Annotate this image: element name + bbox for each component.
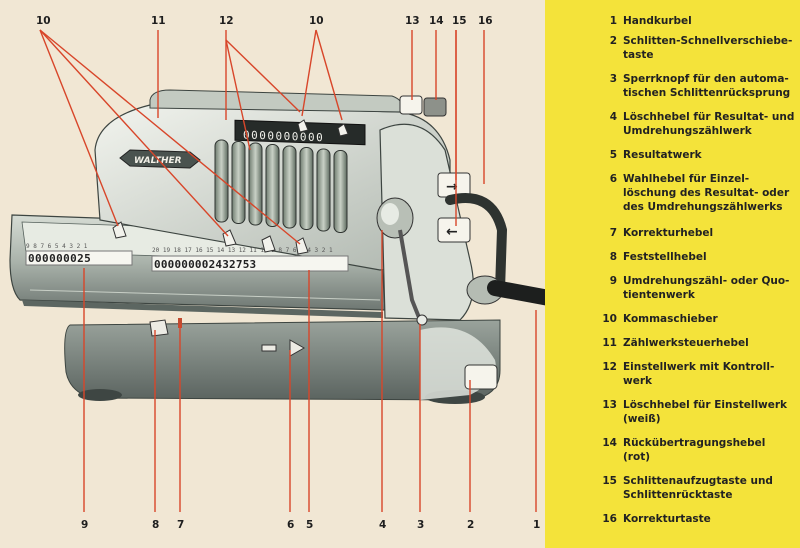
legend-text: Löschhebel für Einstellwerk (weiß): [623, 399, 788, 425]
legend-text: Schlitten-Schnellverschiebe- taste: [623, 35, 793, 61]
legend-text: Feststellhebel: [623, 251, 707, 263]
callout-13: 13: [405, 15, 420, 27]
callout-6: 6: [287, 519, 294, 531]
callout-14: 14: [429, 15, 444, 27]
legend-number: 10: [602, 313, 617, 325]
legend-number: 2: [609, 35, 617, 47]
callout-7: 7: [177, 519, 184, 531]
legend-number: 14: [602, 437, 617, 449]
counter-digits: 0000000000: [243, 128, 324, 144]
legend-text: Sperrknopf für den automa- tischen Schli…: [623, 73, 791, 99]
setting-dial: [265, 144, 280, 227]
setting-dial: [299, 147, 314, 230]
arrow-right-icon: →: [446, 179, 458, 195]
legend-text: Resultatwerk: [623, 149, 702, 161]
legend-text: Rückübertragungshebel (rot): [623, 437, 766, 463]
legend-number: 9: [609, 275, 617, 287]
callout-numbers: 10 11 12 10 13 14 15 16 9 8 7 6 5 4 3 2 …: [36, 15, 540, 531]
setting-dial: [316, 148, 331, 232]
legend-text: Handkurbel: [623, 15, 692, 27]
legend-number: 1: [609, 15, 617, 27]
setting-dial: [214, 139, 229, 223]
illustration-panel: 0000000000 WALTHER 9 8 7 6 5 4 3 2 1 000…: [9, 15, 545, 531]
legend-text: Löschhebel für Resultat- und Umdrehungsz…: [623, 111, 795, 137]
legend-number: 8: [609, 251, 617, 263]
turn-counter-digits: 000000025: [28, 252, 91, 265]
leader-lines: [39, 29, 537, 512]
calculator-illustration: 0000000000 WALTHER 9 8 7 6 5 4 3 2 1 000…: [9, 15, 545, 531]
legend-number: 12: [602, 361, 617, 373]
legend-text: Umdrehungszähl- oder Quo- tientenwerk: [623, 275, 790, 301]
legend-text: Korrekturtaste: [623, 513, 711, 525]
brand-plate: WALTHER: [119, 149, 201, 169]
hand-crank: [445, 193, 545, 306]
legend-number: 11: [602, 337, 617, 349]
callout-2: 2: [467, 519, 474, 531]
legend-number: 16: [602, 513, 617, 525]
legend-number: 3: [609, 73, 617, 85]
setting-dial: [333, 150, 348, 233]
legend-text: Wahlhebel für Einzel- löschung des Resul…: [623, 173, 790, 213]
callout-15: 15: [452, 15, 467, 27]
legend-number: 6: [609, 173, 617, 185]
callout-12: 12: [219, 15, 234, 27]
setting-dial: [231, 141, 246, 224]
callout-9: 9: [81, 519, 88, 531]
machine-base: [64, 319, 501, 404]
machine-housing: [94, 89, 474, 321]
legend-number: 15: [602, 475, 617, 487]
legend-number: 13: [602, 399, 617, 411]
callout-4: 4: [379, 519, 386, 531]
result-register: 9 8 7 6 5 4 3 2 1 000000025 20 19 18 17 …: [25, 243, 349, 272]
callout-11: 11: [151, 15, 166, 27]
callout-16: 16: [478, 15, 493, 27]
callout-10a: 10: [36, 15, 51, 27]
legend-number: 4: [609, 111, 617, 123]
callout-10b: 10: [309, 15, 324, 27]
callout-5: 5: [306, 519, 313, 531]
brand-name: WALTHER: [134, 156, 182, 166]
result-digits: 000000002432753: [154, 258, 256, 271]
legend-text: Korrekturhebel: [623, 227, 714, 239]
side-keys: → ←: [399, 95, 498, 390]
legend-list: 1 Handkurbel 2 Schlitten-Schnellverschiebe-…: [545, 0, 800, 548]
callout-8: 8: [152, 519, 159, 531]
callout-3: 3: [417, 519, 424, 531]
legend-number: 7: [609, 227, 617, 239]
legend-panel: 1 Handkurbel 2 Schlitten-Schnellverschiebe-…: [545, 0, 800, 548]
callout-1: 1: [533, 519, 540, 531]
legend-text: Einstellwerk mit Kontroll- werk: [623, 361, 775, 387]
scale-right: 20 19 18 17 16 15 14 13 12 11 10 9 8 7 6…: [152, 247, 333, 254]
clear-lever: [376, 197, 428, 326]
scale-left: 9 8 7 6 5 4 3 2 1: [26, 243, 88, 250]
legend-text: Schlittenaufzugtaste und Schlittenrückta…: [623, 475, 773, 501]
arrow-left-icon: ←: [446, 224, 458, 240]
setting-dial: [248, 142, 263, 226]
legend-text: Kommaschieber: [623, 313, 718, 325]
setting-dial: [282, 145, 297, 229]
legend-text: Zählwerksteuerhebel: [623, 337, 749, 349]
legend-number: 5: [609, 149, 617, 161]
